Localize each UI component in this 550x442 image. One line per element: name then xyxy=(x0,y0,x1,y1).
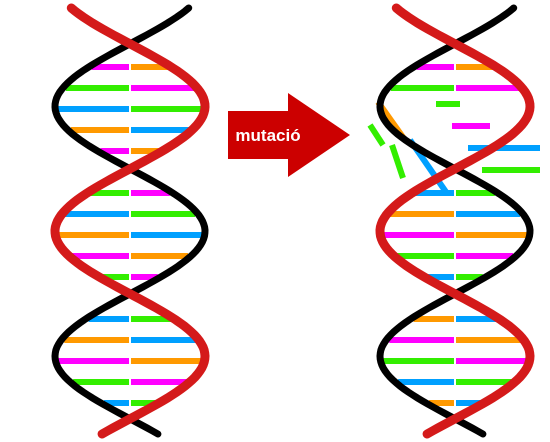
mutated-bases xyxy=(370,102,540,192)
mutation-label: mutació xyxy=(235,126,300,145)
base-pairs xyxy=(58,67,202,403)
mutated-base xyxy=(370,125,383,145)
mutated-base xyxy=(392,145,403,178)
original-dna-helix xyxy=(55,8,205,434)
base-pairs xyxy=(383,67,526,403)
mutated-dna-helix xyxy=(370,8,540,434)
mutation-arrow: mutació xyxy=(228,93,350,177)
